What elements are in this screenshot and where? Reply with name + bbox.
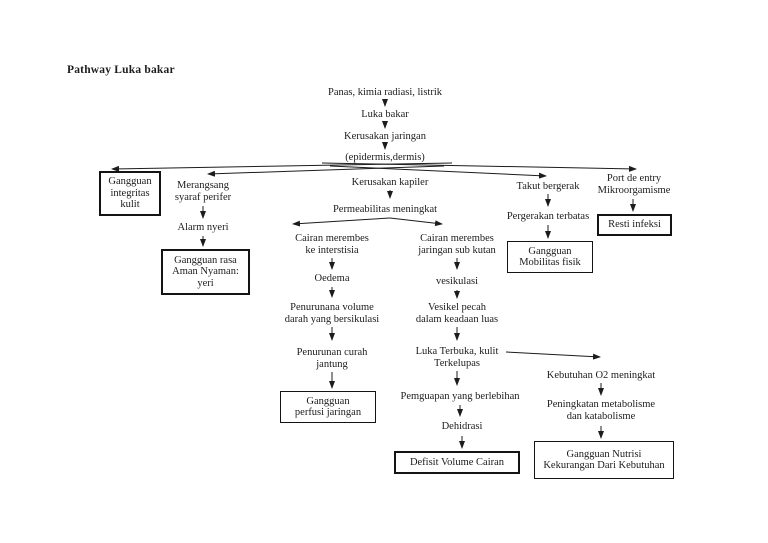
node-luka-bakar: Luka bakar [361, 109, 409, 120]
box-gangguan-perfusi: Gangguan perfusi jaringan [280, 391, 376, 423]
node-takut-bergerak: Takut bergerak [516, 181, 580, 192]
node-kebutuhan-o2: Kebutuhan O2 meningkat [546, 370, 656, 381]
box-defisit-volume-cairan: Defisit Volume Cairan [394, 451, 520, 474]
node-cairan-subkutan: Cairan merembes jaringan sub kutan [418, 233, 496, 256]
node-luka-terbuka: Luka Terbuka, kulit Terkelupas [415, 346, 499, 369]
diagram-title: Pathway Luka bakar [67, 64, 175, 76]
node-kerusakan-jaringan: Kerusakan jaringan [344, 131, 426, 142]
node-alarm-nyeri: Alarm nyeri [177, 222, 229, 233]
node-panas-kimia: Panas, kimia radiasi, listrik [327, 87, 443, 98]
node-cairan-interstisia: Cairan merembes ke interstisia [295, 233, 369, 256]
box-gangguan-nutrisi: Gangguan Nutrisi Kekurangan Dari Kebutuh… [534, 441, 674, 479]
node-merangsang-syaraf: Merangsang syaraf perifer [174, 180, 232, 203]
node-permeabilitas: Permeabilitas meningkat [332, 204, 438, 215]
box-gangguan-mobilitas-fisik: Gangguan Mobilitas fisik [507, 241, 593, 273]
epidermis-fan-arrows [111, 162, 637, 179]
node-penurunan-volume: Penurunana volume darah yang bersikulasi [284, 302, 380, 325]
node-dehidrasi: Dehidrasi [441, 421, 483, 432]
node-epidermis-dermis: (epidermis,dermis) [345, 152, 425, 163]
node-penurunan-curah: Penurunan curah jantung [296, 347, 368, 370]
capillary-branch-arrows [292, 190, 443, 227]
node-vesikulasi: vesikulasi [436, 276, 478, 287]
node-port-de-entry: Port de entry Mikroorgamisme [597, 173, 671, 196]
box-gangguan-integritas-kulit: Gangguan integritas kulit [99, 171, 161, 216]
node-kerusakan-kapiler: Kerusakan kapiler [351, 177, 429, 188]
node-oedema: Oedema [314, 273, 350, 284]
box-gangguan-rasa-aman-nyaman: Gangguan rasa Aman Nyaman: yeri [161, 249, 250, 295]
node-vesikel-pecah: Vesikel pecah dalam keadaan luas [415, 302, 499, 325]
node-peningkatan-metabolisme: Peningkatan metabolisme dan katabolisme [546, 399, 656, 422]
box-resti-infeksi: Resti infeksi [597, 214, 672, 236]
mid-right-column-arrows [454, 258, 601, 449]
right-column-arrows [545, 194, 636, 439]
node-pergerakan-terbatas: Pergerakan terbatas [506, 211, 590, 222]
node-pemguapan: Pemguapan yang berlebihan [400, 391, 520, 402]
